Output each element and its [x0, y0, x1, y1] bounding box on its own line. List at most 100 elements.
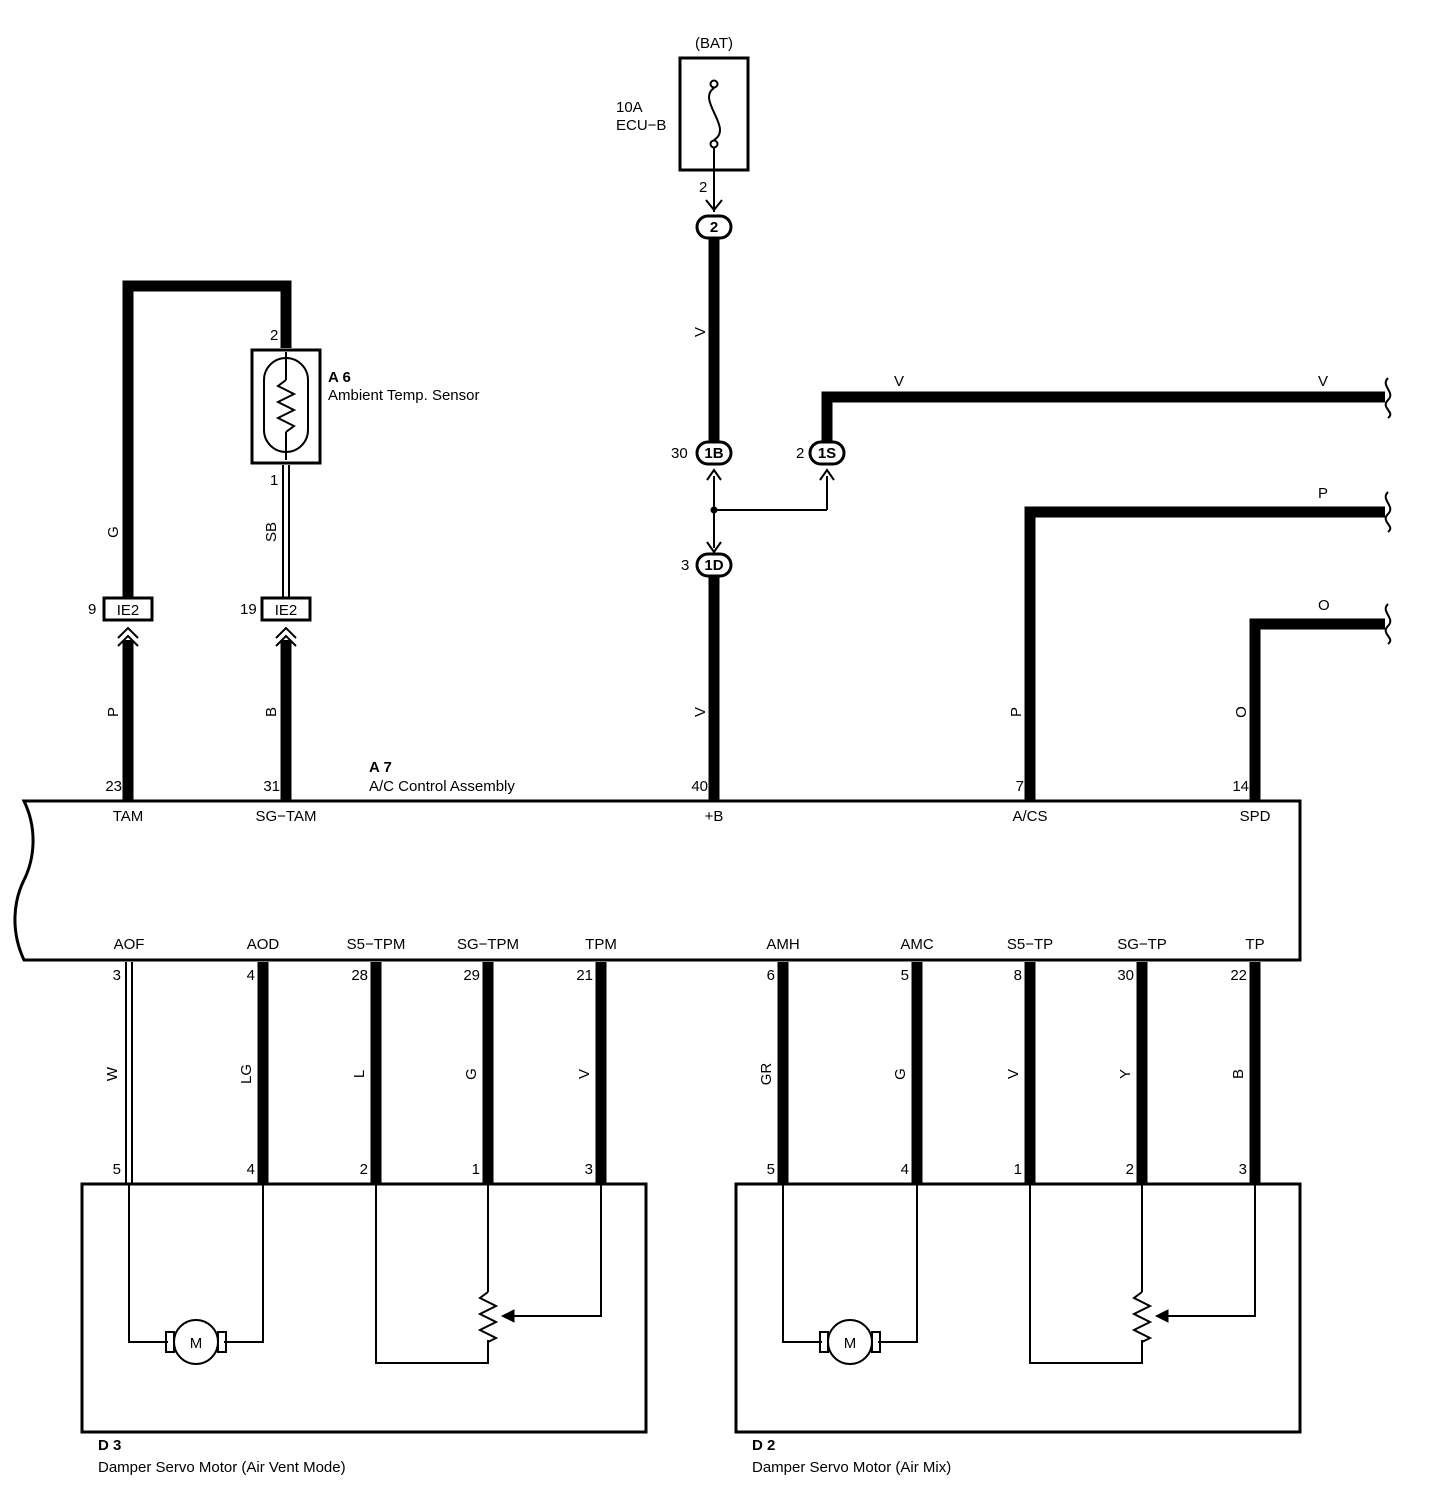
arrow-icon — [705, 199, 723, 212]
ecu-bottom-pin-number: 4 — [247, 967, 255, 984]
ecu-bottom-pin-number: 6 — [767, 967, 775, 984]
motor-d3-code: D 3 — [98, 1437, 121, 1454]
wire-color-label: O — [1233, 706, 1250, 718]
sensor-pin-bottom: 1 — [270, 472, 278, 489]
ecu-name: A/C Control Assembly — [369, 778, 515, 795]
connector-1b-label: 1B — [704, 445, 723, 462]
ecu-bottom-pin-number: 22 — [1230, 967, 1247, 984]
thermistor-icon — [263, 352, 309, 460]
motor-d2-name: Damper Servo Motor (Air Mix) — [752, 1459, 951, 1476]
connector-1d-pin: 3 — [681, 557, 689, 574]
wire-color-label: GR — [758, 1063, 775, 1086]
arrow-icon — [706, 541, 722, 554]
motor-d2-maxcool-lead — [878, 1184, 918, 1343]
motor-d2-code: D 2 — [752, 1437, 775, 1454]
sensor-pin-top: 2 — [270, 327, 278, 344]
ecu-bottom-pin-name: AMC — [900, 936, 934, 953]
motor-pin-number: 1 — [1014, 1161, 1022, 1178]
ecu-bottom-pin-number: 3 — [113, 967, 121, 984]
fuse-name: ECU−B — [616, 117, 666, 134]
wire-color-label: LG — [238, 1064, 255, 1084]
sensor-code: A 6 — [328, 369, 351, 386]
connector-1s-pin: 2 — [796, 445, 804, 462]
potentiometer-icon — [1131, 1184, 1256, 1343]
wire-break-icon — [1384, 491, 1392, 533]
ecu-top-pin-number: 31 — [263, 778, 280, 795]
wire-color-label: L — [351, 1070, 368, 1078]
wire-color-label: G — [105, 526, 122, 538]
potentiometer-icon — [477, 1184, 602, 1343]
motor-pin-number: 3 — [1239, 1161, 1247, 1178]
ecu-bottom-pin-name: TP — [1245, 936, 1264, 953]
double-arrow-icon — [117, 626, 139, 647]
motor-d3-name: Damper Servo Motor (Air Vent Mode) — [98, 1459, 346, 1476]
ecu-bottom-pin-number: 30 — [1117, 967, 1134, 984]
ecu-code: A 7 — [369, 759, 392, 776]
ecu-bottom-pin-number: 5 — [901, 967, 909, 984]
ecu-bottom-pin-number: 29 — [463, 967, 480, 984]
wire-1s-v — [821, 391, 1385, 442]
motor-pin-number: 4 — [901, 1161, 909, 1178]
ecu-top-pin-number: 14 — [1232, 778, 1249, 795]
connector-ie2-a — [102, 596, 154, 622]
wire-color-label: B — [263, 707, 280, 717]
motor-d3-box — [80, 1182, 648, 1434]
wire-color-label: V — [894, 373, 904, 390]
ecu-bottom-pin-name: S5−TPM — [347, 936, 406, 953]
ecu-bottom-pin-number: 21 — [576, 967, 593, 984]
connector-ie2-a-label: IE2 — [117, 602, 140, 619]
connector-2-label: 2 — [710, 219, 718, 236]
wire-spd — [1249, 618, 1385, 802]
ecu-top-pin-name: A/CS — [1012, 808, 1047, 825]
ecu-bottom-pin-name: SG−TP — [1117, 936, 1167, 953]
connector-1s-label: 1S — [818, 445, 836, 462]
connector-1b — [695, 440, 733, 466]
motor-pin-number: 1 — [472, 1161, 480, 1178]
sensor-name: Ambient Temp. Sensor — [328, 387, 479, 404]
wire-color-label: P — [1008, 707, 1025, 717]
wire-color-label: G — [463, 1068, 480, 1080]
ecu-bottom-pin-name: AMH — [766, 936, 799, 953]
connector-ie2-a-pin: 9 — [88, 601, 96, 618]
motor-pin-number: 5 — [767, 1161, 775, 1178]
motor-symbol: M — [190, 1335, 203, 1352]
fuse-pin: 2 — [699, 179, 707, 196]
ecu-bottom-pin-name: AOD — [247, 936, 280, 953]
fuse-icon — [708, 79, 721, 149]
ecu-bottom-pin-name: S5−TP — [1007, 936, 1053, 953]
ecu-top-pin-name: SG−TAM — [256, 808, 317, 825]
motor-icon: M — [819, 1319, 881, 1365]
motor-d3-def-lead — [224, 1184, 264, 1343]
ecu-bottom-pin-number: 28 — [351, 967, 368, 984]
arrow-icon — [819, 468, 835, 481]
junction-dot — [710, 506, 718, 514]
wire-color-label: Y — [1117, 1069, 1134, 1079]
ecu-top-pin-number: 23 — [105, 778, 122, 795]
ecu-bottom-pins: AOF3W5FACEAOD4LG4DEFS5−TPM28L2VzSG−TPM29… — [104, 936, 1276, 1210]
fuse-amp: 10A — [616, 99, 643, 116]
wire-tam-upper — [122, 280, 292, 598]
wire-color-label: G — [892, 1068, 909, 1080]
wire-acs — [1024, 506, 1385, 802]
motor-d2-box — [734, 1182, 1302, 1434]
connector-ie2-b — [260, 596, 312, 622]
wire-break-icon — [1384, 603, 1392, 645]
motor-pin-number: 2 — [360, 1161, 368, 1178]
double-arrow-icon — [275, 626, 297, 647]
wire-color-label: V — [576, 1069, 593, 1079]
ecu-bottom-pin-name: TPM — [585, 936, 617, 953]
motor-d2-maxhot-lead — [782, 1184, 822, 1343]
motor-pin-number: 4 — [247, 1161, 255, 1178]
ecu-top-pin-name: SPD — [1240, 808, 1271, 825]
wire-break-icon — [1384, 377, 1392, 419]
ecu-top-pin-number: 40 — [691, 778, 708, 795]
bat-label: (BAT) — [695, 35, 733, 52]
motor-symbol: M — [844, 1335, 857, 1352]
motor-d3-vz-lead — [375, 1184, 489, 1364]
wire-color-label: V — [692, 327, 709, 337]
ecu-bottom-pin-name: AOF — [114, 936, 145, 953]
wire-color-label: V — [1005, 1069, 1022, 1079]
wire-color-label: V — [1318, 373, 1328, 390]
